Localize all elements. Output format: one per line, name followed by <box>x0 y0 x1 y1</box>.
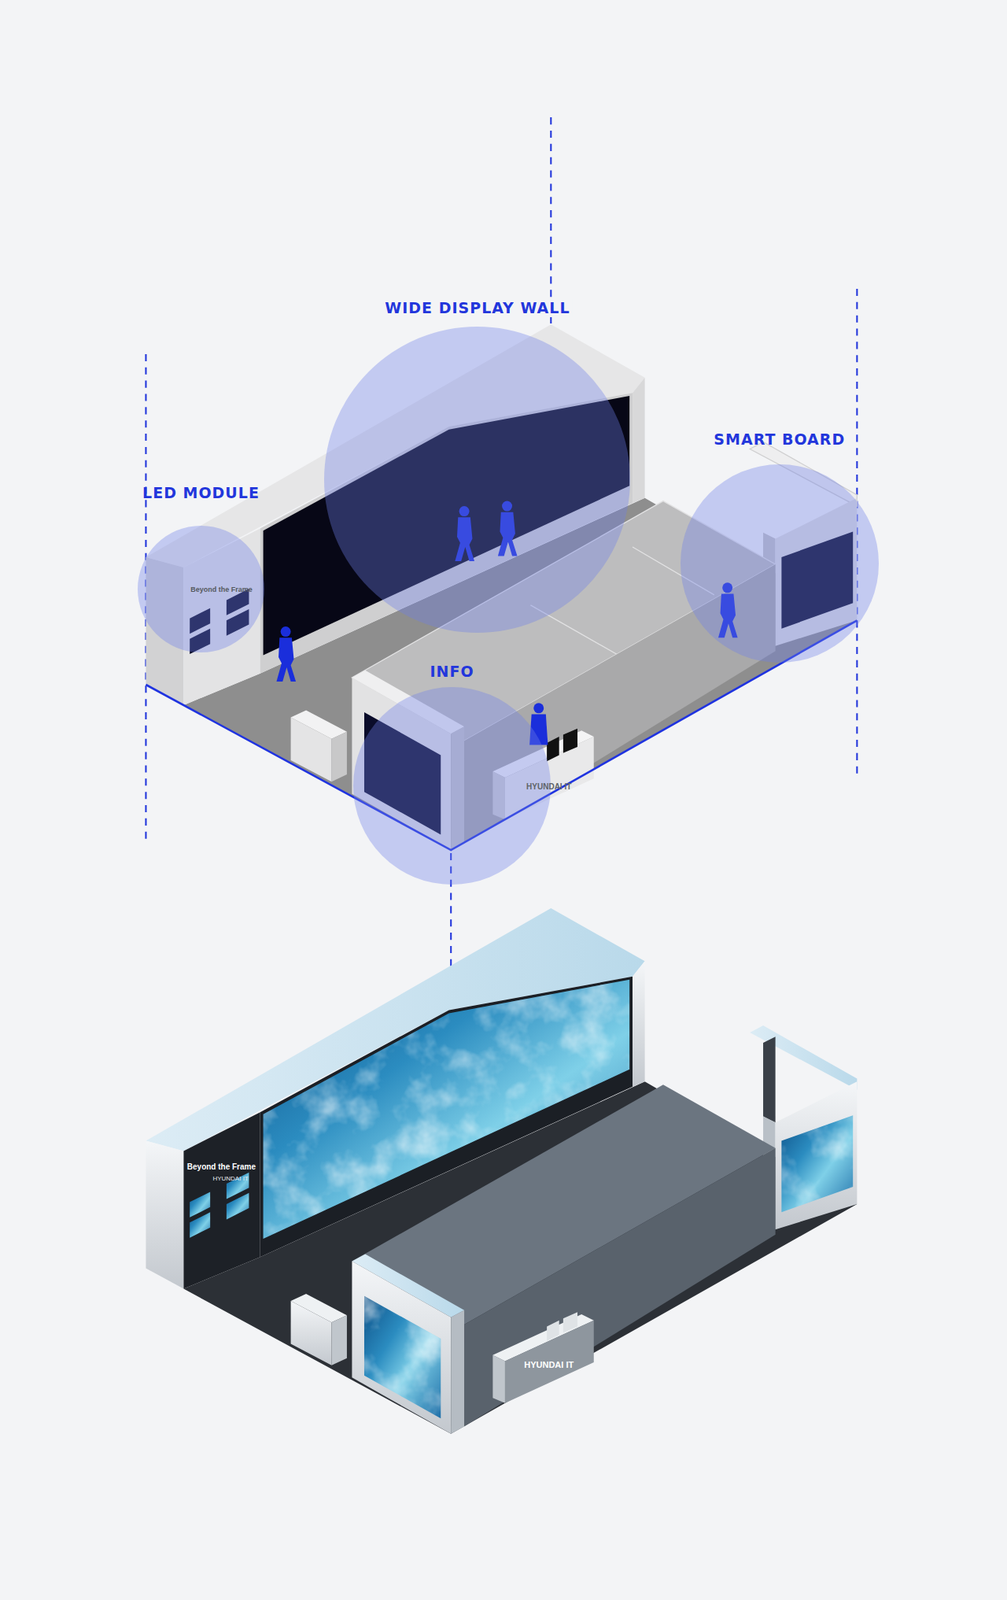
booth-signage: HYUNDAI IT <box>523 1359 574 1369</box>
callout-circle: INFO <box>353 686 552 886</box>
callout-label: WIDE DISPLAY WALL <box>382 298 572 318</box>
callout-label: LED MODULE <box>140 483 262 502</box>
callout-label: SMART BOARD <box>711 430 848 449</box>
booth-signage: Beyond the Frame <box>190 586 253 594</box>
callout-label: INFO <box>427 662 476 681</box>
callout-circle: WIDE DISPLAY WALL <box>324 326 631 633</box>
booth-signage: Beyond the Frame <box>187 1161 256 1171</box>
booth-signage: HYUNDAI IT <box>526 781 572 790</box>
booth-signage: HYUNDAI IT <box>212 1174 248 1182</box>
callout-circle: SMART BOARD <box>680 464 879 663</box>
rendered-booth <box>145 907 857 1434</box>
